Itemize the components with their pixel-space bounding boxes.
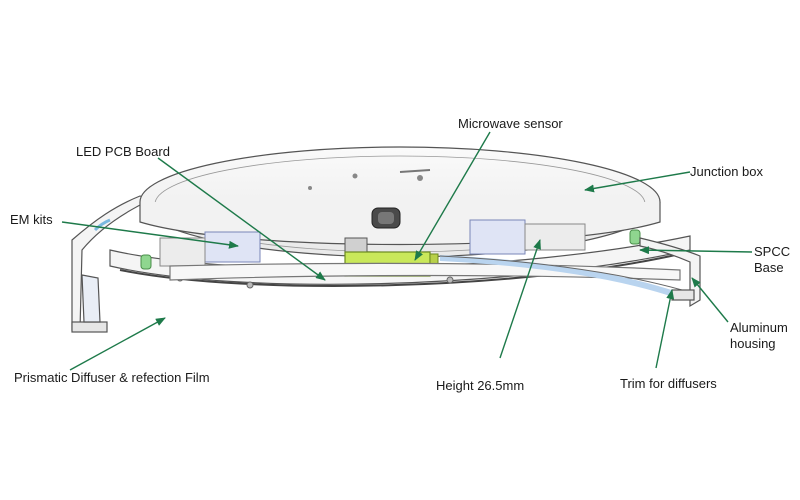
- leader-trim: [655, 289, 675, 369]
- label-em-kits: EM kits: [10, 212, 53, 227]
- label-spcc-base: SPCC Base: [754, 244, 790, 277]
- label-trim-for-diffusers: Trim for diffusers: [620, 376, 717, 391]
- label-spcc-line2: Base: [754, 260, 784, 276]
- leader-aluminum-housing: [691, 277, 729, 323]
- em-kit-battery-right: [469, 219, 586, 255]
- label-aluminum-line2: housing: [730, 336, 776, 352]
- right-spacer: [629, 229, 641, 245]
- label-led-pcb-board: LED PCB Board: [76, 144, 170, 159]
- aluminum-housing-right: [169, 237, 701, 308]
- leader-prismatic-diffuser: [69, 317, 166, 371]
- leader-spcc-base: [639, 246, 753, 255]
- leader-height: [499, 239, 541, 359]
- label-microwave-sensor: Microwave sensor: [458, 116, 563, 131]
- label-aluminum-housing: Aluminum housing: [730, 320, 788, 353]
- leader-led-pcb-board: [157, 157, 326, 281]
- leader-lines: [61, 131, 753, 371]
- leader-em-kits: [61, 221, 239, 249]
- leader-junction-box: [584, 171, 691, 193]
- label-height: Height 26.5mm: [436, 378, 525, 393]
- label-junction-box: Junction box: [690, 164, 763, 179]
- cable-gland: [371, 207, 401, 229]
- label-spcc-line1: SPCC: [754, 244, 791, 259]
- leader-microwave-sensor: [414, 131, 491, 261]
- label-prismatic-diffuser: Prismatic Diffuser & refection Film: [14, 370, 210, 385]
- left-spacer: [140, 254, 152, 270]
- label-aluminum-line1: Aluminum: [730, 320, 788, 335]
